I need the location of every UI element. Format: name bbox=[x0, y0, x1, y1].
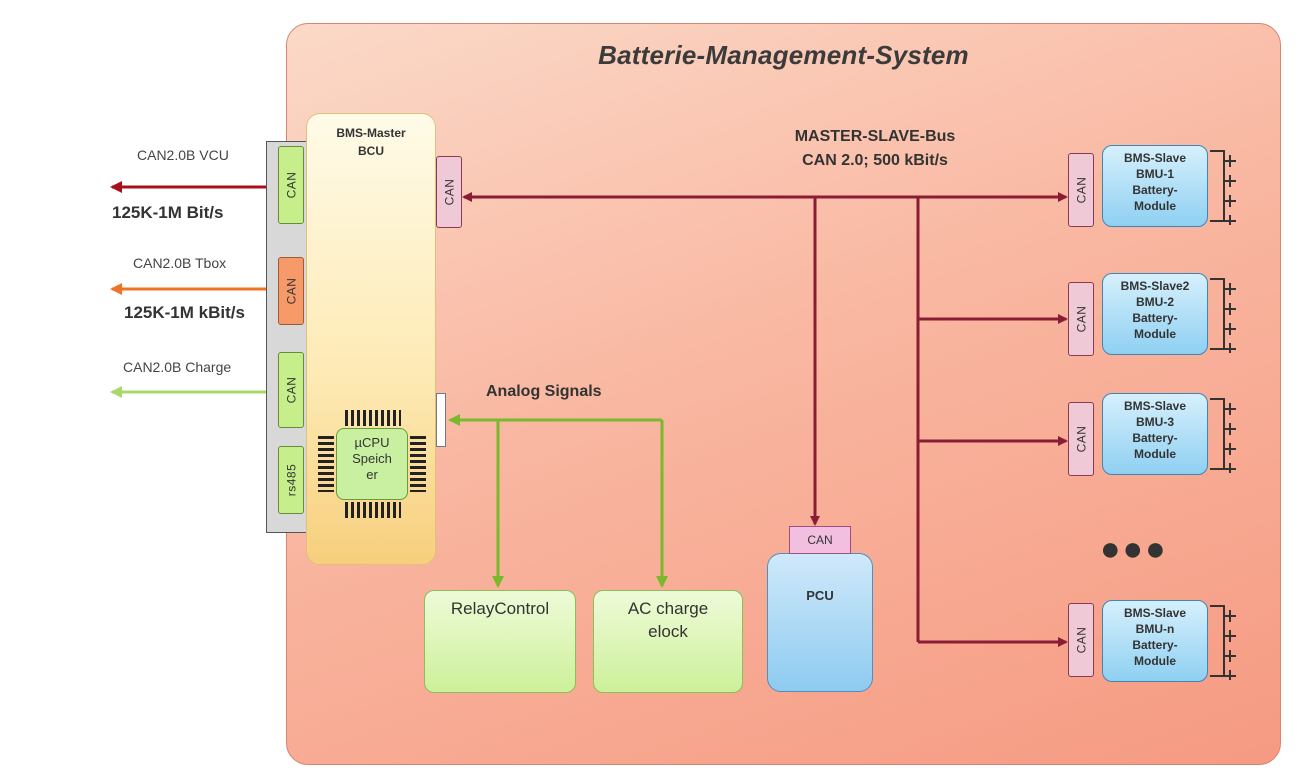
slave-1-battery-icon bbox=[1210, 150, 1236, 225]
pcu-can-port: CAN bbox=[789, 526, 851, 554]
tbox-label: CAN2.0B Tbox bbox=[133, 255, 227, 271]
slave-3-battery-icon bbox=[1210, 398, 1236, 473]
cpu-pins-left bbox=[318, 436, 334, 492]
slave-3-can-port: CAN bbox=[1068, 402, 1094, 476]
master-title: BMS-Master bbox=[336, 126, 406, 140]
relay-control-label: RelayControl bbox=[450, 599, 550, 618]
more-slaves-ellipsis: ●●● bbox=[1100, 530, 1168, 568]
cpu-pins-top bbox=[345, 410, 401, 426]
slave-1-line4: Module bbox=[1134, 199, 1176, 213]
slave-n-line1: BMS-Slave bbox=[1123, 606, 1187, 620]
slave-3-line3: Battery- bbox=[1132, 431, 1178, 445]
cpu-pins-bottom bbox=[345, 502, 401, 518]
cpu-pins-right bbox=[410, 436, 426, 492]
bus-subtitle: CAN 2.0; 500 kBit/s bbox=[802, 152, 948, 169]
slave-2-can-port: CAN bbox=[1068, 282, 1094, 356]
pcu-block: PCU bbox=[767, 553, 873, 692]
master-subtitle: BCU bbox=[358, 144, 384, 158]
slave-3-line1: BMS-Slave bbox=[1123, 399, 1187, 413]
pcu-label: PCU bbox=[806, 588, 834, 603]
slave-n-line3: Battery- bbox=[1132, 638, 1178, 652]
cpu-line3: er bbox=[366, 467, 378, 482]
slave-2-block: BMS-Slave2 BMU-2 Battery- Module bbox=[1102, 273, 1208, 355]
relay-control-box: RelayControl bbox=[424, 590, 576, 693]
ac-charge-line1: AC charge bbox=[627, 599, 709, 618]
ac-charge-lock-box: AC charge elock bbox=[593, 590, 743, 693]
slave-n-can-port: CAN bbox=[1068, 603, 1094, 677]
slave-2-line2: BMU-2 bbox=[1136, 295, 1174, 309]
cpu-line1: µCPU bbox=[354, 435, 390, 450]
slave-n-battery-icon bbox=[1210, 605, 1236, 680]
can-port-charge: CAN bbox=[278, 352, 304, 428]
bus-title: MASTER-SLAVE-Bus bbox=[794, 128, 956, 145]
slave-3-line4: Module bbox=[1134, 447, 1176, 461]
slave-3-line2: BMU-3 bbox=[1136, 415, 1174, 429]
slave-1-line2: BMU-1 bbox=[1136, 167, 1174, 181]
vcu-speed: 125K-1M Bit/s bbox=[112, 203, 224, 222]
slave-1-block: BMS-Slave BMU-1 Battery- Module bbox=[1102, 145, 1208, 227]
tbox-speed: 125K-1M kBit/s bbox=[124, 303, 245, 322]
ac-charge-line2: elock bbox=[648, 622, 688, 641]
slave-2-battery-icon bbox=[1210, 278, 1236, 353]
slave-1-can-port: CAN bbox=[1068, 153, 1094, 227]
can-port-tbox: CAN bbox=[278, 257, 304, 325]
diagram-title: Batterie-Management-System bbox=[598, 40, 969, 70]
cpu-line2: Speich bbox=[352, 451, 392, 466]
cpu-chip: µCPU Speich er bbox=[336, 428, 408, 500]
can-port-bus: CAN bbox=[436, 156, 462, 228]
slave-3-block: BMS-Slave BMU-3 Battery- Module bbox=[1102, 393, 1208, 475]
analog-port bbox=[436, 393, 446, 447]
slave-n-line2: BMU-n bbox=[1135, 622, 1175, 636]
slave-2-line3: Battery- bbox=[1132, 311, 1178, 325]
charge-label: CAN2.0B Charge bbox=[123, 359, 232, 375]
slave-1-line3: Battery- bbox=[1132, 183, 1178, 197]
can-port-vcu: CAN bbox=[278, 146, 304, 224]
slave-n-block: BMS-Slave BMU-n Battery- Module bbox=[1102, 600, 1208, 682]
slave-2-line4: Module bbox=[1134, 327, 1176, 341]
vcu-label: CAN2.0B VCU bbox=[137, 147, 229, 163]
slave-1-line1: BMS-Slave bbox=[1123, 151, 1187, 165]
slave-n-line4: Module bbox=[1134, 654, 1176, 668]
analog-signals-label: Analog Signals bbox=[486, 383, 602, 400]
rs485-port: rs485 bbox=[278, 446, 304, 514]
slave-2-line1: BMS-Slave2 bbox=[1120, 279, 1190, 293]
